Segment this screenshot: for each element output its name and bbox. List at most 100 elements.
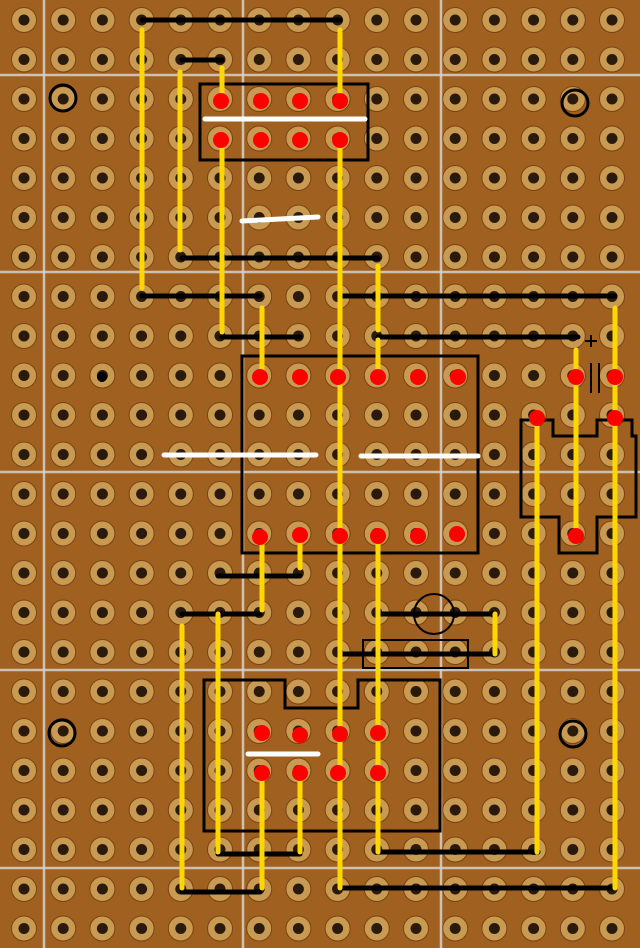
pad-hole: [410, 409, 422, 421]
pad-hole: [96, 567, 108, 579]
ic-socket-top-outline: [198, 82, 370, 162]
pad-hole: [57, 449, 69, 460]
yellow-jumpers: [139, 27, 618, 891]
component-pin: [292, 369, 308, 385]
pad-hole: [18, 607, 30, 618]
pad-hole: [57, 567, 69, 579]
pad-hole: [567, 923, 579, 934]
pad-hole: [488, 923, 500, 934]
pad-hole: [136, 923, 148, 934]
pad-hole: [175, 330, 187, 342]
pad-hole: [96, 330, 108, 342]
component-pin: [370, 765, 386, 781]
pad-hole: [175, 488, 187, 500]
component-pin: [254, 725, 270, 741]
pad-hole: [57, 765, 69, 776]
pad-hole: [449, 923, 461, 934]
pad-hole: [136, 449, 148, 460]
component-pin: [332, 93, 348, 109]
pad-hole: [410, 14, 422, 26]
pad-hole: [57, 330, 69, 342]
pad-hole: [371, 172, 383, 184]
pad-hole: [96, 725, 108, 737]
pad-hole: [528, 370, 540, 381]
pad-hole: [175, 528, 187, 539]
pad-hole: [488, 725, 500, 737]
pad-hole: [410, 172, 422, 184]
pad-hole: [371, 14, 383, 26]
pad-hole: [449, 14, 461, 26]
component-pin: [568, 528, 584, 544]
pad-hole: [136, 330, 148, 342]
pad-hole: [253, 54, 265, 65]
pad-hole: [488, 804, 500, 816]
pad-hole: [18, 291, 30, 302]
pad-hole: [57, 844, 69, 855]
pad-hole: [488, 212, 500, 223]
component-pin: [330, 369, 346, 385]
pad-hole: [96, 765, 108, 776]
pad-hole: [449, 133, 461, 144]
component-pin: [252, 369, 268, 385]
pad-hole: [567, 646, 579, 658]
pad-hole: [449, 251, 461, 263]
pad-hole: [214, 488, 226, 500]
pad-hole: [528, 923, 540, 934]
component-pin: [253, 93, 269, 109]
pad-hole: [18, 133, 30, 144]
pad-hole: [606, 14, 618, 26]
pad-hole: [488, 449, 500, 460]
pad-hole: [57, 646, 69, 658]
pad-hole: [371, 923, 383, 934]
pad-hole: [136, 844, 148, 855]
pad-hole: [410, 212, 422, 223]
ic-bottom-outline: [202, 678, 442, 833]
pad-hole: [57, 883, 69, 895]
component-pin: [254, 765, 270, 781]
voltage-regulator-outline: [519, 418, 638, 555]
pad-hole: [371, 93, 383, 105]
pad-hole: [136, 528, 148, 539]
pad-hole: [410, 488, 422, 500]
pad-hole: [96, 212, 108, 223]
pad-hole: [96, 923, 108, 934]
pad-hole: [567, 765, 579, 776]
pad-hole: [253, 172, 265, 184]
pad-hole: [96, 646, 108, 658]
pad-hole: [567, 686, 579, 697]
component-pin: [213, 132, 229, 148]
mounting-hole: [47, 718, 77, 748]
component-pin: [410, 528, 426, 544]
component-pin: [253, 132, 269, 148]
component-pin: [450, 369, 466, 385]
pad-hole: [18, 686, 30, 697]
component-pin: [410, 369, 426, 385]
pad-hole: [567, 251, 579, 263]
pad-hole: [449, 172, 461, 184]
component-pin: [607, 369, 623, 385]
pad-hole: [57, 923, 69, 934]
pad-hole: [449, 804, 461, 816]
pad-hole: [18, 93, 30, 105]
component-pin: [332, 528, 348, 544]
pad-hole: [410, 804, 422, 816]
pad-hole: [567, 607, 579, 618]
pad-hole: [214, 370, 226, 381]
pad-hole: [488, 765, 500, 776]
pad-hole: [18, 765, 30, 776]
pad-hole: [57, 133, 69, 144]
pad-hole: [253, 923, 265, 934]
pad-hole: [18, 923, 30, 934]
pad-hole: [57, 251, 69, 263]
pad-hole: [488, 251, 500, 263]
pad-hole: [18, 804, 30, 816]
pad-hole: [567, 844, 579, 855]
pad-hole: [253, 686, 265, 697]
pad-hole: [96, 14, 108, 26]
black-traces: [139, 17, 618, 895]
marker-hole: [97, 372, 107, 382]
component-pin: [292, 727, 308, 743]
pad-hole: [567, 93, 579, 105]
